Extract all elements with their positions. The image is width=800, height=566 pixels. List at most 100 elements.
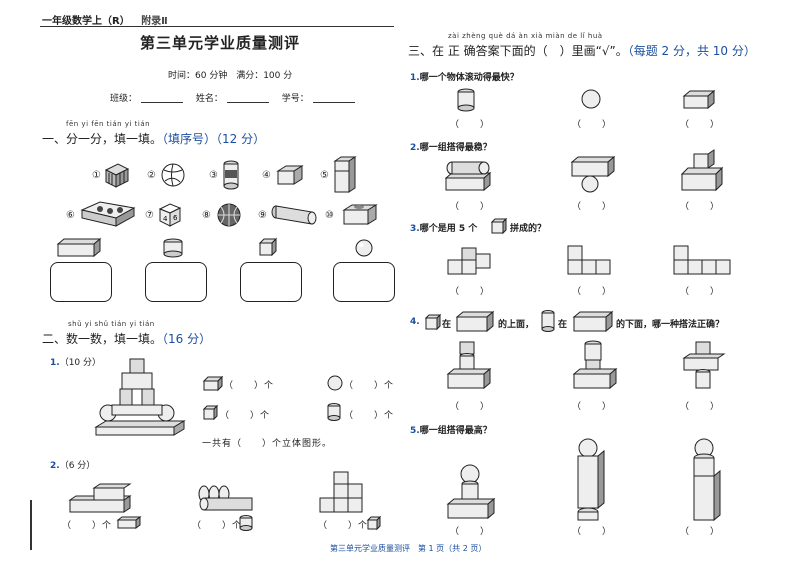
s3-q5-option-b	[577, 438, 605, 521]
tissue-box-icon	[342, 204, 378, 225]
s3-q5-choice-c[interactable]: （ ）	[680, 527, 721, 537]
q2-cylinder-icon	[239, 515, 253, 531]
margin-mark	[30, 500, 32, 550]
s3-q5-number: 5.	[410, 426, 420, 436]
s3-q4-text: 在	[442, 320, 452, 330]
s3-q3-choice-c[interactable]: （ ）	[680, 287, 721, 297]
section1-title: 一、分一分，填一填。	[42, 132, 163, 146]
exam-score: 满分：100 分	[236, 71, 293, 81]
s3-q4: 4.	[410, 317, 420, 327]
s3-q1-choice-a[interactable]: （ ）	[450, 120, 491, 130]
s3-q1-number: 1.	[410, 73, 420, 83]
s3-q5-choice-b[interactable]: （ ）	[572, 527, 613, 537]
s3-q3-choice-b[interactable]: （ ）	[572, 287, 613, 297]
s3-q4-cube-icon	[424, 313, 442, 331]
q2-cuboid-blank[interactable]: （ ）个	[62, 521, 113, 531]
s3-q1-cuboid-icon	[682, 89, 716, 110]
count-cuboid-icon	[202, 375, 224, 392]
basketball-icon	[217, 203, 241, 227]
name-label: 姓名：	[195, 94, 223, 104]
s3-q4-text4: 的下面，哪一种搭法正确？	[616, 320, 725, 330]
section1-hint: （填序号）	[162, 132, 217, 146]
s3-q2-choice-a[interactable]: （ ）	[450, 202, 491, 212]
s3-q4-option-c	[682, 341, 726, 389]
cylinder-pile-figure	[198, 485, 253, 511]
s3-q4-text2: 的上面，	[498, 320, 535, 330]
student-fields: 班级： 姓名： 学号：	[110, 91, 365, 104]
q2-cylinder-blank[interactable]: （ ）个	[192, 521, 243, 531]
s3-q3-option-c	[673, 245, 731, 275]
s3-q5-option-a	[446, 464, 496, 520]
q2-points: （6 分）	[59, 461, 96, 471]
s3-q5-choice-a[interactable]: （ ）	[450, 527, 491, 537]
section3-pinyin: zài zhèng què dá àn xià miàn de lǐ huà	[448, 32, 603, 40]
s3-q4-cuboid-icon	[455, 310, 495, 333]
cube-answer-box[interactable]	[240, 262, 302, 302]
s3-q5-text: 哪一组搭得最高？	[419, 426, 492, 436]
s3-q3-choice-a[interactable]: （ ）	[450, 287, 491, 297]
s3-q4-text3: 在	[558, 320, 568, 330]
s3-q3-text: 哪个是用 5 个	[419, 224, 478, 234]
shape-tower-figure	[94, 358, 186, 436]
volleyball-icon	[161, 163, 185, 187]
s3-q2-choice-b[interactable]: （ ）	[572, 202, 613, 212]
count-cuboid-blank[interactable]: （ ）个	[224, 381, 275, 391]
q2-cuboid-icon	[116, 516, 142, 529]
object-number-7: ⑦	[145, 210, 154, 221]
id-input[interactable]	[312, 102, 355, 103]
cuboid-shape-icon	[56, 237, 102, 258]
s3-q4-cuboid2-icon	[572, 310, 614, 333]
page-header: 一年级数学上（R） 附录Ⅱ	[42, 12, 168, 27]
total-shapes-question[interactable]: 一共有（ ）个立体图形。	[202, 439, 333, 449]
exam-title: 第三单元学业质量测评	[140, 34, 301, 52]
object-number-8: ⑧	[202, 210, 211, 221]
header-divider	[40, 26, 394, 27]
object-number-1: ①	[92, 170, 101, 181]
svg-text:4: 4	[163, 215, 168, 223]
q2-cube-blank[interactable]: （ ）个	[318, 521, 369, 531]
object-number-5: ⑤	[320, 170, 329, 181]
object-number-6: ⑥	[66, 210, 75, 221]
s3-q4-choice-b[interactable]: （ ）	[572, 402, 613, 412]
count-cylinder-blank[interactable]: （ ）个	[344, 411, 395, 421]
s3-q4-option-a	[446, 341, 492, 390]
q2-number: 2.	[50, 461, 60, 471]
s3-q1-text: 哪一个物体滚动得最快？	[419, 73, 519, 83]
s3-q5-option-c	[693, 438, 721, 522]
object-number-9: ⑨	[258, 210, 267, 221]
s3-q4-choice-c[interactable]: （ ）	[680, 402, 721, 412]
class-label: 班级：	[110, 94, 138, 104]
s3-q2-choice-c[interactable]: （ ）	[680, 202, 721, 212]
cuboid-stack-figure	[68, 483, 132, 513]
q2-cube-icon	[366, 515, 382, 531]
name-input[interactable]	[226, 102, 269, 103]
section3-title: 三、在 正 确答案下面的（ ）里画“√”。	[408, 44, 628, 58]
s3-q4-choice-a[interactable]: （ ）	[450, 402, 491, 412]
count-cube-blank[interactable]: （ ）个	[220, 411, 271, 421]
count-sphere-icon	[327, 375, 343, 391]
header-title: 一年级数学上（R）	[42, 16, 130, 27]
s3-q2-option-b	[570, 155, 616, 193]
count-sphere-blank[interactable]: （ ）个	[344, 381, 395, 391]
id-label: 学号：	[281, 94, 309, 104]
cuboid-answer-box[interactable]	[50, 262, 112, 302]
object-number-4: ④	[262, 170, 271, 181]
section2-points: （16 分）	[162, 332, 212, 346]
s3-q1-choice-c[interactable]: （ ）	[680, 120, 721, 130]
s3-q3-cube-icon	[490, 217, 508, 235]
page-footer: 第三单元学业质量测评 第 1 页（共 2 页）	[330, 544, 487, 553]
sphere-answer-box[interactable]	[333, 262, 395, 302]
object-number-2: ②	[147, 170, 156, 181]
class-input[interactable]	[141, 102, 184, 103]
s3-q2-number: 2.	[410, 143, 420, 153]
section1-points: （12 分）	[216, 132, 266, 146]
section2-pinyin: shǔ yi shǔ tián yi tián	[68, 320, 155, 328]
s3-q1-choice-b[interactable]: （ ）	[572, 120, 613, 130]
count-cylinder-icon	[327, 403, 341, 421]
cylinder-answer-box[interactable]	[145, 262, 207, 302]
s3-q2: 2.哪一组搭得最稳？	[410, 140, 492, 153]
log-cylinder-icon	[271, 205, 317, 225]
refrigerator-icon	[333, 156, 357, 193]
object-number-3: ③	[209, 170, 218, 181]
